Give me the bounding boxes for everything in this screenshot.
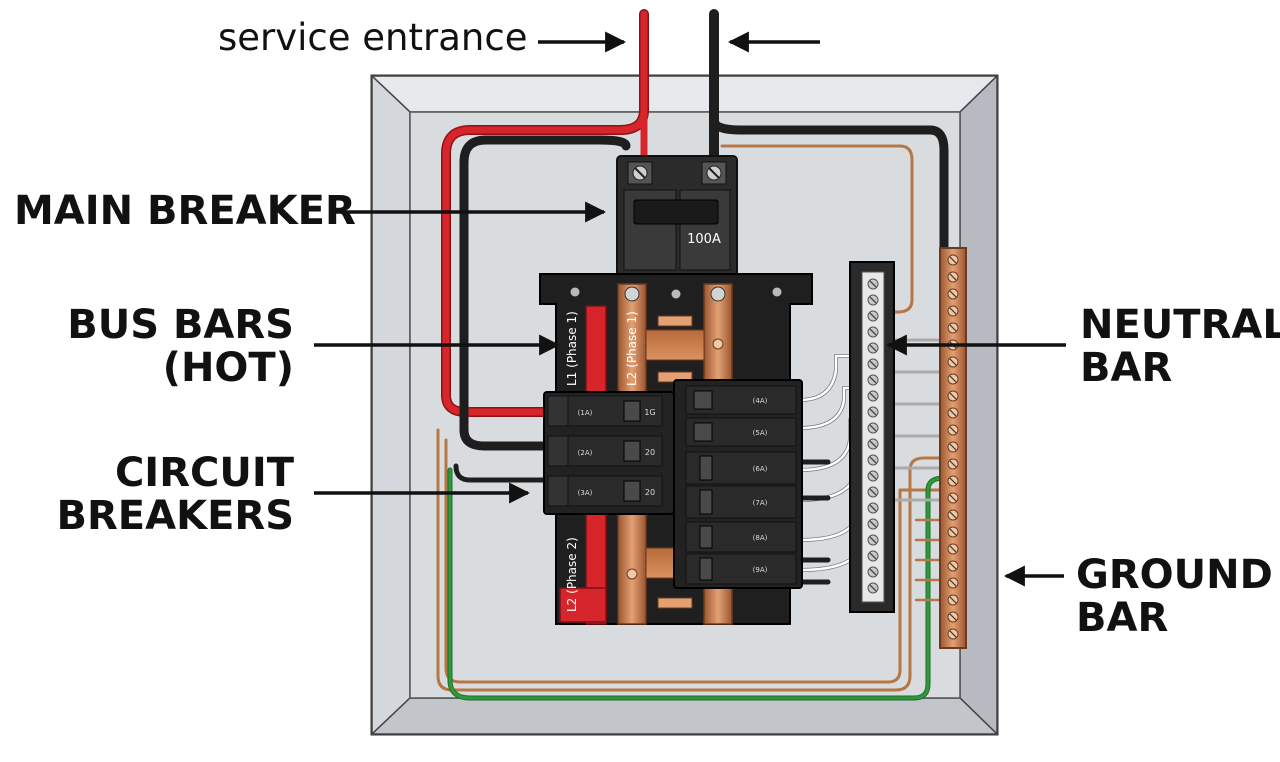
ground-bar-label: GROUND BAR xyxy=(1076,552,1273,642)
screw-slot xyxy=(869,328,877,336)
screw-slot xyxy=(869,440,877,448)
screw-slot xyxy=(949,307,957,315)
right-breaker-column: (4A) (5A) (6A) (7A) (8A) (9A) xyxy=(673,379,803,589)
main-breaker-label: MAIN BREAKER xyxy=(14,188,356,234)
screw-slot xyxy=(949,358,957,366)
screw-slot xyxy=(869,376,877,384)
screw-slot xyxy=(869,456,877,464)
bare-ground-wire xyxy=(720,144,914,314)
ground-terminal-screws xyxy=(947,254,959,640)
screw-slot xyxy=(949,545,957,553)
screw-slot xyxy=(869,552,877,560)
svg-text:20: 20 xyxy=(645,448,655,457)
svg-text:(7A): (7A) xyxy=(753,499,768,507)
bus-label-l2-lower: L2 (Phase 2) xyxy=(565,537,579,612)
svg-text:(9A): (9A) xyxy=(753,566,768,574)
screw-slot xyxy=(949,511,957,519)
svg-text:(3A): (3A) xyxy=(578,489,593,497)
screw-slot xyxy=(869,504,877,512)
screw-slot xyxy=(949,290,957,298)
neutral-bar xyxy=(849,261,895,613)
svg-text:(5A): (5A) xyxy=(753,429,768,437)
screw-slot xyxy=(869,344,877,352)
ground-bar xyxy=(939,247,967,649)
screw-slot xyxy=(949,596,957,604)
screw-slot xyxy=(949,579,957,587)
callout-arrows xyxy=(314,31,1066,587)
screw-slot xyxy=(869,312,877,320)
screw-slot xyxy=(869,472,877,480)
screw-slot xyxy=(869,520,877,528)
svg-text:(6A): (6A) xyxy=(753,465,768,473)
svg-text:1G: 1G xyxy=(644,408,655,417)
screw-slot xyxy=(869,296,877,304)
breaker: (7A) xyxy=(685,485,797,519)
main-breaker-rating: 100A xyxy=(687,232,721,247)
neutral-terminal-screws xyxy=(867,278,879,594)
breaker: (3A) 20 xyxy=(547,475,663,507)
neutral-bar-label: NEUTRAL BAR xyxy=(1080,302,1280,392)
screw-slot xyxy=(869,488,877,496)
screw-slot xyxy=(949,409,957,417)
breaker: (4A) xyxy=(685,385,797,415)
screw-slot xyxy=(949,324,957,332)
breaker: (2A) 20 xyxy=(547,435,663,467)
screw-slot xyxy=(869,584,877,592)
screw-slot xyxy=(949,494,957,502)
svg-text:20: 20 xyxy=(645,488,655,497)
screw-slot xyxy=(869,280,877,288)
svg-text:(2A): (2A) xyxy=(578,449,593,457)
screw-slot xyxy=(949,392,957,400)
screw-slot xyxy=(949,528,957,536)
service-entrance-label: service entrance xyxy=(218,16,528,59)
screw-slot xyxy=(869,408,877,416)
screw-slot xyxy=(869,360,877,368)
screw-slot xyxy=(949,460,957,468)
screw-slot xyxy=(949,477,957,485)
screw-slot xyxy=(949,426,957,434)
svg-text:(8A): (8A) xyxy=(753,534,768,542)
screw-slot xyxy=(869,392,877,400)
left-breaker-column: (1A) 1G (2A) 20 (3A) 20 xyxy=(543,391,675,515)
bus-label-l1: L1 (Phase 1) xyxy=(565,311,579,386)
wiring xyxy=(436,9,949,701)
svg-text:(1A): (1A) xyxy=(578,409,593,417)
screw-slot xyxy=(869,536,877,544)
breaker: (9A) xyxy=(685,553,797,585)
svg-text:(4A): (4A) xyxy=(753,397,768,405)
circuit-wires xyxy=(453,459,831,585)
main-breaker: 100A xyxy=(616,155,738,279)
screw-slot xyxy=(869,568,877,576)
screw-slot xyxy=(949,256,957,264)
screw-slot xyxy=(869,424,877,432)
breaker: (8A) xyxy=(685,521,797,553)
breaker: (6A) xyxy=(685,451,797,485)
screw-slot xyxy=(949,562,957,570)
circuit-breakers-label: CIRCUIT BREAKERS xyxy=(56,450,295,540)
breaker: (5A) xyxy=(685,417,797,447)
screw-slot xyxy=(949,443,957,451)
screw-slot xyxy=(949,613,957,621)
screw-slot xyxy=(949,375,957,383)
screw-slot xyxy=(949,630,957,638)
breaker: (1A) 1G xyxy=(547,395,663,427)
bus-label-l2: L2 (Phase 1) xyxy=(625,311,639,386)
screw-slot xyxy=(949,273,957,281)
bus-bars-label: BUS BARS (HOT) xyxy=(67,302,294,392)
